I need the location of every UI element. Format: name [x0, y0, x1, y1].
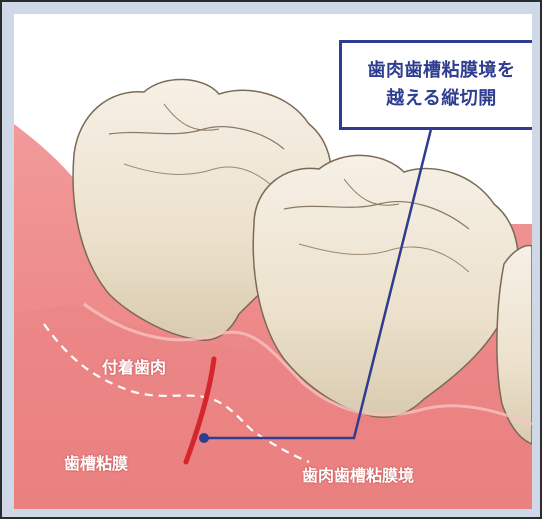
incision-callout-box: 歯肉歯槽粘膜境を 越える縦切開: [339, 40, 532, 130]
callout-leader-dot: [199, 433, 209, 443]
label-alveolar-mucosa: 歯槽粘膜: [64, 450, 128, 474]
callout-line1: 歯肉歯槽粘膜境を: [368, 57, 516, 85]
illustration-panel: 歯肉歯槽粘膜境を 越える縦切開 付着歯肉 歯槽粘膜 歯肉歯槽粘膜境: [14, 14, 532, 509]
callout-line2: 越える縦切開: [386, 85, 496, 113]
label-mucogingival-junction: 歯肉歯槽粘膜境: [302, 462, 414, 486]
label-attached-gingiva: 付着歯肉: [102, 354, 166, 378]
